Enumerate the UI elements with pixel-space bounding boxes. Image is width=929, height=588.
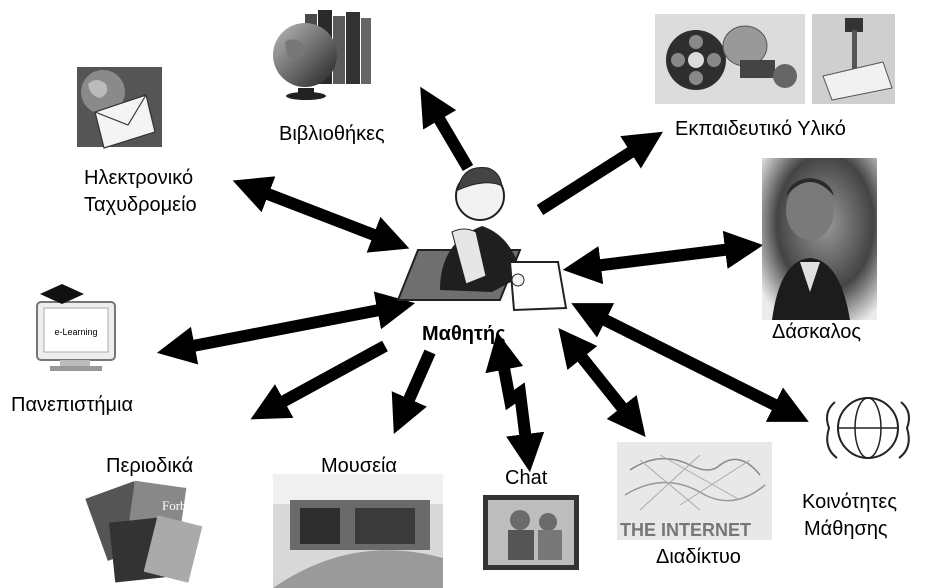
node-label-learning-communities-line1: Κοινότητες (802, 491, 897, 513)
node-label-periodicals: Περιοδικά (106, 455, 194, 477)
magazine-title-text: Forbes (162, 498, 197, 513)
arrow-email (232, 176, 410, 253)
center-label-student: Μαθητής (422, 323, 506, 345)
node-label-libraries: Βιβλιοθήκες (279, 123, 385, 145)
e-learning-screen-text: e-Learning (54, 327, 97, 337)
film-reel-projector-icon (655, 14, 895, 104)
node-label-educational-material: Εκπαιδευτικό Υλικό (675, 118, 846, 140)
node-label-email-line2: Ταχυδρομείο (84, 194, 197, 216)
node-label-chat: Chat (505, 467, 548, 489)
globe-books-icon (273, 10, 371, 100)
arrow-chat (485, 331, 545, 473)
node-label-museums: Μουσεία (321, 455, 397, 477)
e-learning-computer-icon: e-Learning (36, 284, 116, 371)
arrow-to-educational-material (536, 131, 663, 216)
node-label-email-line1: Ηλεκτρονικό (84, 167, 194, 189)
arrow-teacher (562, 230, 764, 285)
email-globe-icon (77, 67, 162, 149)
arrow-to-libraries (420, 86, 474, 172)
arrow-internet (558, 328, 646, 437)
community-heads-globe-icon (826, 397, 910, 459)
teacher-photo-icon (762, 158, 877, 320)
node-label-internet: Διαδίκτυο (656, 546, 741, 568)
student-icon (396, 166, 568, 312)
node-label-universities: Πανεπιστήμια (11, 394, 134, 416)
arrow-learning-communities (571, 303, 809, 422)
internet-map-text: THE INTERNET (620, 520, 751, 540)
internet-map-icon: THE INTERNET (617, 442, 772, 540)
node-label-teacher: Δάσκαλος (772, 321, 862, 343)
chat-photo-icon (483, 495, 579, 570)
arrow-universities (156, 291, 416, 365)
magazines-icon: Forbes (85, 480, 203, 583)
arrow-to-museums (391, 349, 436, 435)
museum-photo-icon (273, 474, 443, 588)
node-label-learning-communities-line2: Μάθησης (804, 518, 888, 540)
arrow-to-periodicals (250, 340, 388, 420)
